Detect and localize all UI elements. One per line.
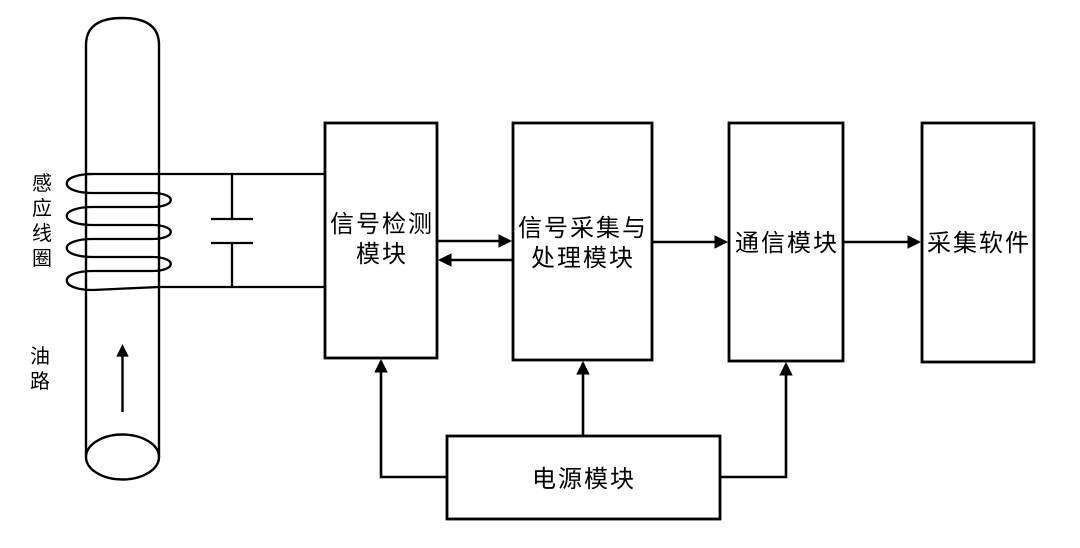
induction-coil xyxy=(65,172,172,292)
oil-pipe xyxy=(84,16,161,481)
label-oil-path-char-2: 路 xyxy=(30,369,50,393)
pipe-bottom-opening xyxy=(84,433,161,481)
label-oil-path-char-1: 油 xyxy=(30,344,50,368)
arrow-power-to-detection xyxy=(374,358,447,479)
block-signal-processing-label-line1: 信号采集与 xyxy=(518,214,648,242)
label-induction-coil-char-4: 圈 xyxy=(32,246,52,270)
block-signal-processing-box xyxy=(511,121,654,362)
block-communication-label: 通信模块 xyxy=(735,229,839,257)
block-acquisition-software-label: 采集软件 xyxy=(927,229,1031,257)
label-oil-path: 油 路 xyxy=(30,344,50,393)
arrow-power-to-communication xyxy=(720,361,793,479)
label-induction-coil-char-2: 应 xyxy=(32,196,52,220)
pipe-outline xyxy=(84,16,161,457)
block-communication-box xyxy=(727,121,845,363)
label-induction-coil: 感 应 线 圈 xyxy=(32,171,52,270)
block-signal-processing: 信号采集与 处理模块 xyxy=(511,121,654,362)
block-signal-detection-label-line2: 模块 xyxy=(356,240,408,268)
block-signal-detection: 信号检测 模块 xyxy=(323,121,439,360)
block-acquisition-software: 采集软件 xyxy=(920,121,1036,364)
block-power-label: 电源模块 xyxy=(532,465,636,493)
block-signal-processing-label-line2: 处理模块 xyxy=(531,244,635,272)
block-communication: 通信模块 xyxy=(727,121,845,363)
block-acquisition-software-box xyxy=(920,121,1036,364)
block-signal-detection-box xyxy=(323,121,439,360)
label-induction-coil-char-3: 线 xyxy=(32,221,52,245)
capacitor-symbol xyxy=(211,174,253,287)
block-power-box xyxy=(445,434,722,521)
block-signal-detection-label-line1: 信号检测 xyxy=(330,210,434,238)
block-power: 电源模块 xyxy=(445,434,722,521)
label-induction-coil-char-1: 感 xyxy=(32,171,52,195)
